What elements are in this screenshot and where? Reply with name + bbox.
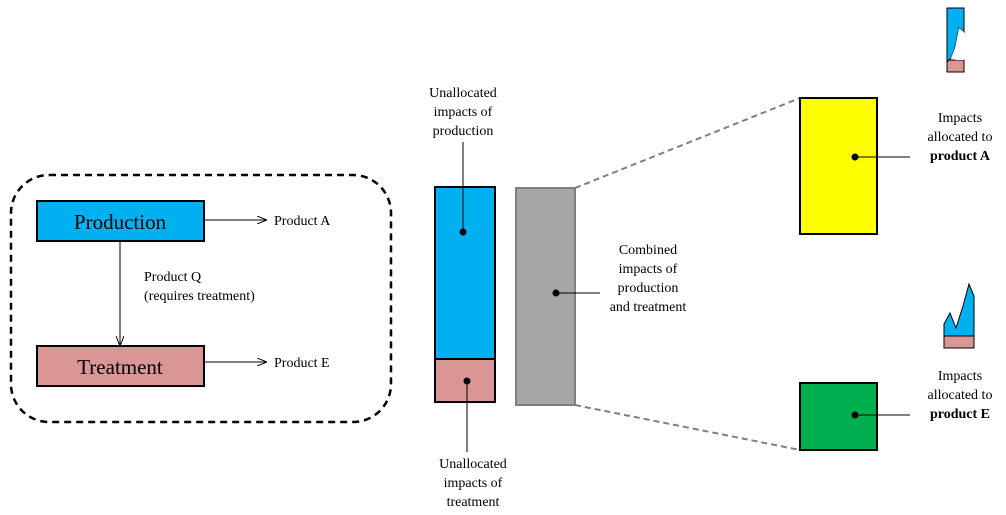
allocated-e-label-2: allocated to bbox=[928, 388, 993, 403]
combined-impacts-bar bbox=[515, 187, 576, 406]
product-a-label: Product A bbox=[274, 214, 331, 229]
product-e-label: Product E bbox=[274, 356, 330, 371]
unallocated-production-dot bbox=[459, 228, 467, 236]
production-box bbox=[36, 200, 205, 242]
allocated-a-label-3: product A bbox=[930, 149, 991, 164]
unallocated-treatment-label-3: treatment bbox=[447, 495, 500, 510]
process-system-boundary bbox=[9, 173, 393, 424]
allocated-product-e-box bbox=[799, 382, 878, 451]
allocated-e-label-1: Impacts bbox=[938, 369, 982, 384]
allocated-e-label-3: product E bbox=[930, 407, 990, 422]
allocated-a-label-1: Impacts bbox=[938, 111, 982, 126]
combined-dot bbox=[552, 289, 560, 297]
product-q-label: Product Q bbox=[144, 270, 201, 285]
treatment-box bbox=[36, 345, 205, 387]
unallocated-treatment-dot bbox=[463, 377, 471, 385]
combined-label-1: Combined bbox=[619, 243, 677, 258]
allocated-a-label-2: allocated to bbox=[928, 130, 993, 145]
combined-label-4: and treatment bbox=[610, 300, 687, 315]
unallocated-production-label-3: production bbox=[433, 124, 494, 139]
unallocated-production-bar bbox=[434, 186, 496, 360]
production-label: Production bbox=[74, 210, 167, 234]
torn-bar-e-icon bbox=[943, 282, 975, 349]
allocated-product-a-box bbox=[799, 97, 878, 235]
allocation-line-bottom bbox=[574, 404, 801, 451]
product-q-note: (requires treatment) bbox=[144, 289, 255, 304]
unallocated-production-label-1: Unallocated bbox=[429, 86, 497, 101]
unallocated-treatment-label-1: Unallocated bbox=[439, 457, 507, 472]
torn-bar-a-icon bbox=[946, 7, 965, 73]
combined-label-2: impacts of bbox=[619, 262, 678, 277]
unallocated-production-label-2: impacts of bbox=[434, 105, 493, 120]
treatment-label: Treatment bbox=[77, 355, 163, 379]
unallocated-treatment-label-2: impacts of bbox=[444, 476, 503, 491]
allocation-line-top bbox=[574, 97, 801, 189]
combined-label-3: production bbox=[618, 281, 679, 296]
